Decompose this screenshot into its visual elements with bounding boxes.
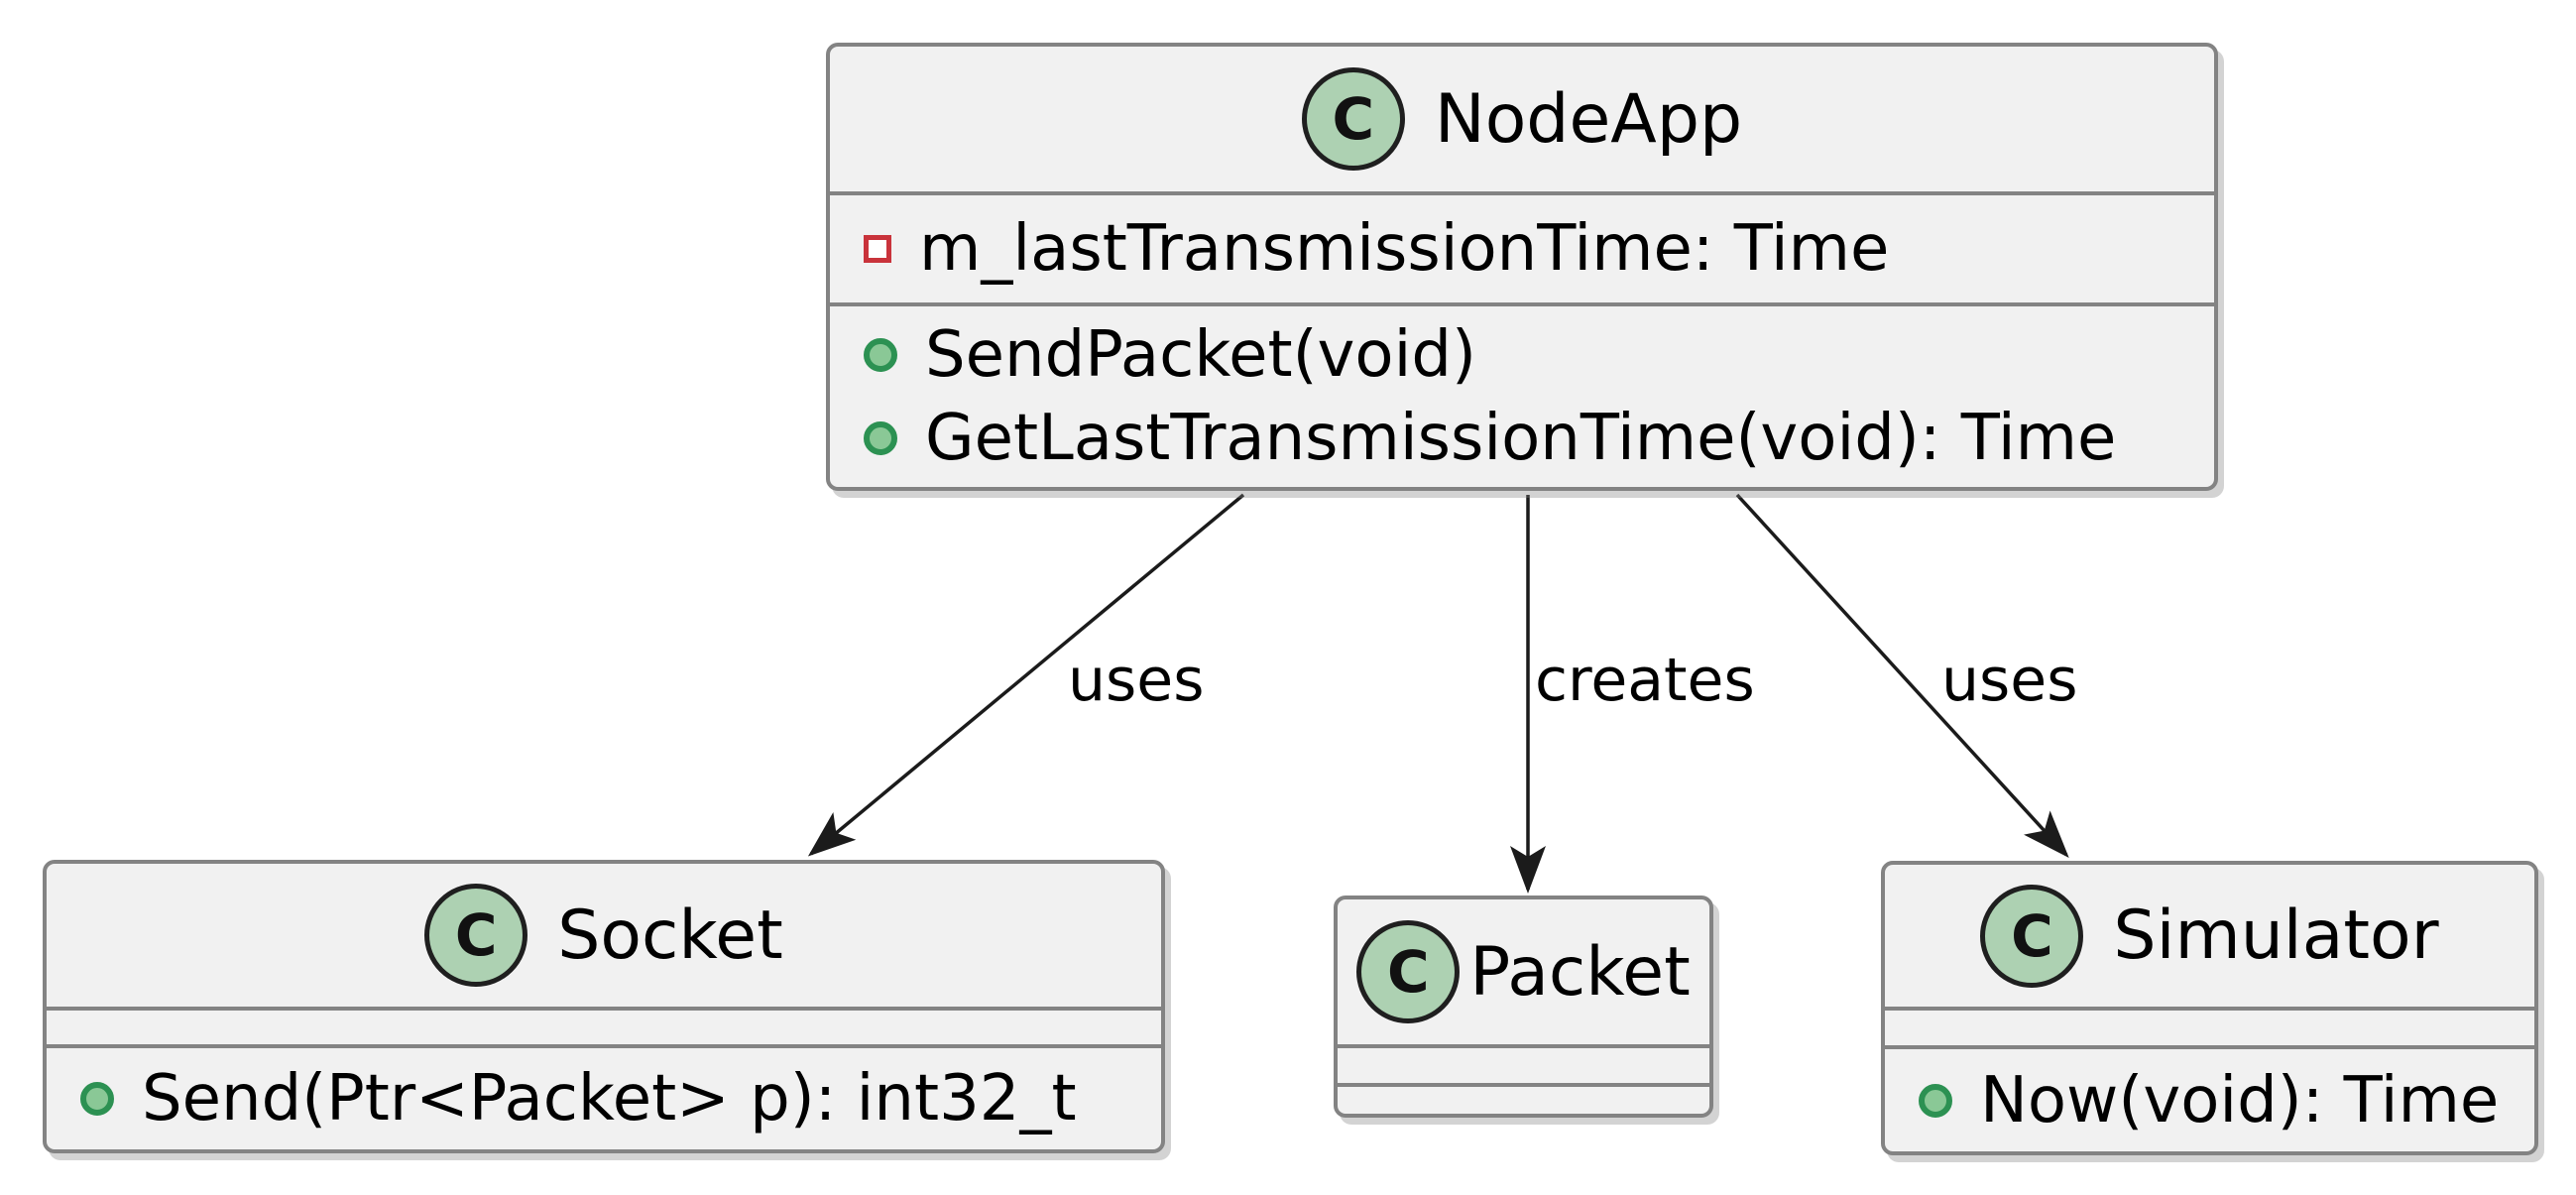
edge-label-uses-simulator: uses [1941,646,2078,715]
public-method-icon [80,1082,114,1116]
attributes-compartment [1885,1011,2534,1049]
class-title-row: C Packet [1338,899,1709,1048]
class-title-row: C Socket [47,864,1161,1011]
class-title-row: C Simulator [1885,865,2534,1011]
method-row: Send(Ptr<Packet> p): int32_t [47,1057,1161,1140]
attribute-row: m_lastTransmissionTime: Time [830,207,2214,291]
methods-compartment: SendPacket(void) GetLastTransmissionTime… [830,306,2214,487]
method-row: SendPacket(void) [830,313,2214,397]
method-text: GetLastTransmissionTime(void): Time [925,402,2117,475]
class-box-simulator: C Simulator Now(void): Time [1881,861,2538,1155]
method-text: Send(Ptr<Packet> p): int32_t [142,1062,1077,1135]
class-stereotype-icon: C [1980,884,2084,988]
attributes-compartment: m_lastTransmissionTime: Time [830,195,2214,306]
public-method-icon [864,338,897,372]
methods-compartment: Now(void): Time [1885,1049,2534,1151]
class-name: Packet [1469,932,1691,1012]
method-row: GetLastTransmissionTime(void): Time [830,397,2214,480]
attributes-compartment [1338,1048,1709,1087]
class-box-nodeapp: C NodeApp m_lastTransmissionTime: Time S… [826,43,2218,491]
class-name: Socket [557,896,783,975]
methods-compartment [1338,1087,1709,1114]
class-stereotype-icon: C [1301,67,1405,171]
method-text: Now(void): Time [1980,1063,2500,1137]
public-method-icon [864,421,897,455]
public-method-icon [1919,1083,1952,1118]
attributes-compartment [47,1011,1161,1048]
class-stereotype-icon: C [424,884,528,987]
private-field-icon [864,235,891,263]
edge-label-uses-socket: uses [1068,646,1205,715]
class-box-socket: C Socket Send(Ptr<Packet> p): int32_t [43,860,1165,1153]
class-stereotype-icon: C [1356,920,1461,1023]
methods-compartment: Send(Ptr<Packet> p): int32_t [47,1048,1161,1149]
method-row: Now(void): Time [1885,1059,2534,1142]
class-title-row: C NodeApp [830,47,2214,195]
method-text: SendPacket(void) [925,318,1476,392]
edge-label-creates-packet: creates [1535,646,1755,715]
class-name: NodeApp [1434,79,1743,159]
attribute-text: m_lastTransmissionTime: Time [919,212,1890,286]
class-box-packet: C Packet [1334,896,1713,1118]
class-name: Simulator [2113,896,2439,975]
